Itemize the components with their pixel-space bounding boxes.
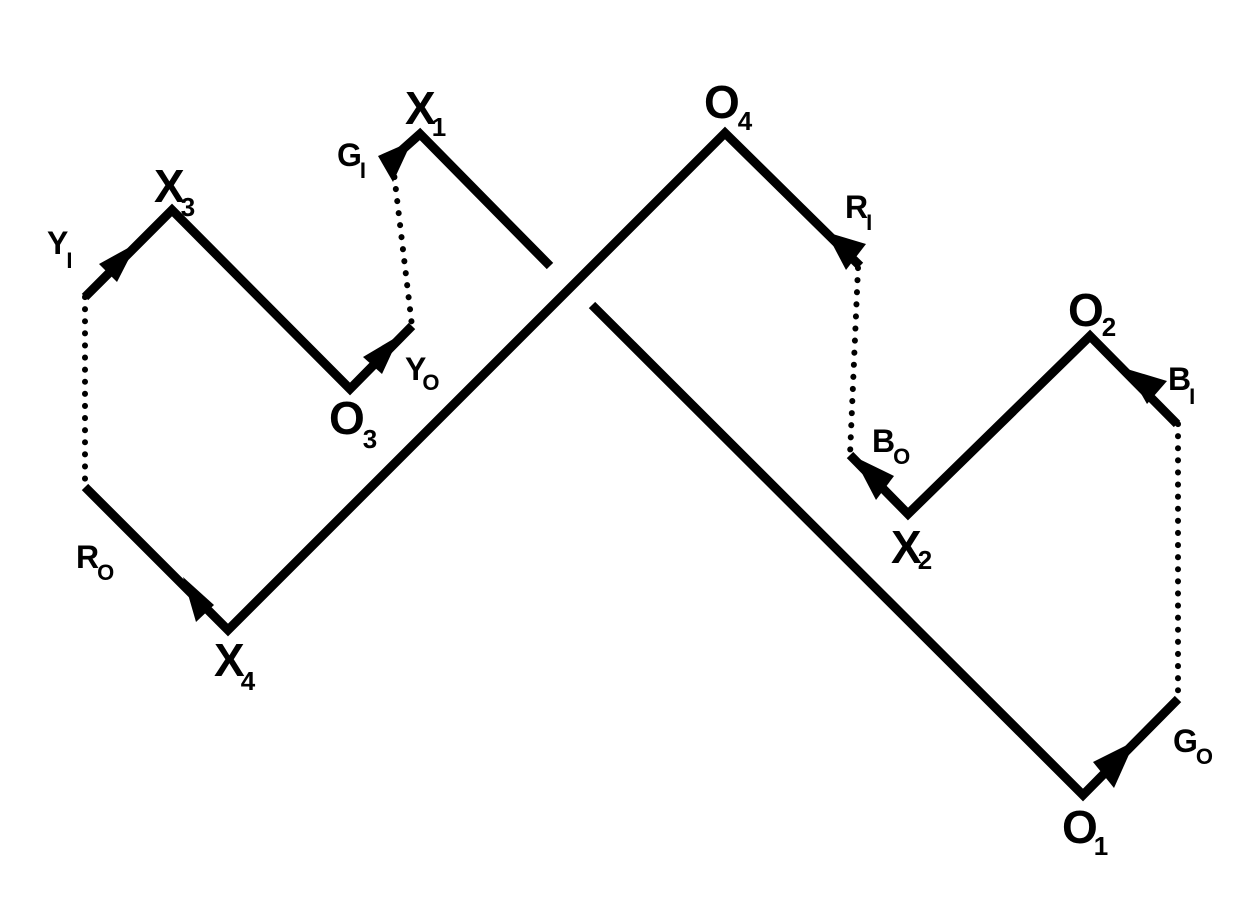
path-crossing-o1-go (588, 301, 1182, 802)
dotted-connector-r (847, 265, 861, 458)
port-label-ri: RI (845, 189, 872, 235)
dotted-connector-g-left (390, 162, 415, 329)
port-label-ro: RO (76, 539, 114, 585)
path-yi-x3-o3-yo (81, 203, 416, 396)
path-gi-x1-arm (390, 127, 554, 270)
arrow-yo-icon (363, 335, 400, 374)
port-label-go: GO (1173, 723, 1213, 769)
arrow-ri-icon (826, 232, 866, 270)
vertex-label-o2: O2 (1068, 284, 1116, 342)
arrow-go-icon (1093, 741, 1135, 788)
path-ro-x4-o4-ri (81, 126, 864, 637)
port-label-bi: BI (1168, 361, 1195, 409)
port-label-yo: YO (405, 351, 439, 395)
vertex-label-x3: X3 (154, 160, 195, 222)
port-label-gi: GI (337, 137, 366, 183)
port-label-yi: YI (47, 225, 72, 273)
arrow-yi-icon (99, 243, 137, 282)
vertex-label-o3: O3 (329, 392, 377, 454)
port-label-bo: BO (872, 423, 910, 469)
arrow-ro-icon (183, 577, 214, 622)
arrow-bo-icon (853, 456, 894, 500)
arrow-bi-icon (1127, 369, 1167, 404)
arrow-gi-icon (378, 141, 412, 182)
vertex-label-x1: X1 (405, 82, 446, 142)
path-bo-x2-o2-bi (846, 329, 1181, 521)
vertex-label-o4: O4 (704, 76, 753, 136)
vertex-label-o1: O1 (1062, 801, 1108, 861)
vertex-label-x2: X2 (891, 521, 932, 575)
vertex-label-x4: X4 (214, 634, 256, 696)
